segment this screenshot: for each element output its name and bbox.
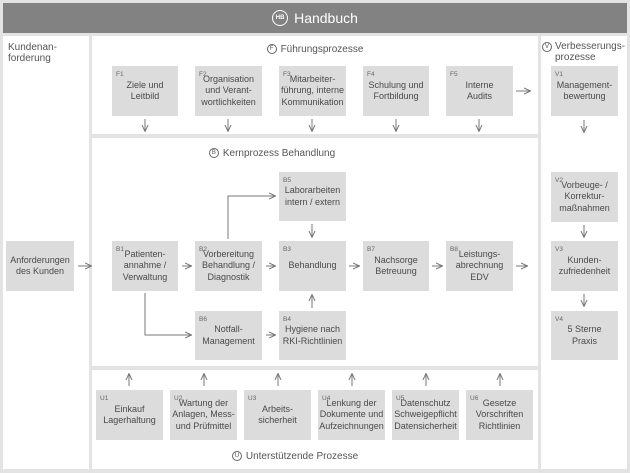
support-processes-heading: U Unterstützende Prozesse (92, 449, 498, 463)
customer-requirements-title: Kundenan- forderung (8, 42, 57, 64)
process-box-b7: B7 Nachsorge Betreuung (363, 241, 429, 291)
process-label: Interne Audits (465, 79, 494, 102)
process-box-b3: B3 Behandlung (279, 241, 346, 291)
process-label: Einkauf Lagerhaltung (103, 403, 156, 426)
process-code: B1 (116, 246, 124, 253)
process-label: Patienten- annahme / Verwaltung (122, 248, 168, 282)
process-label: Ziele und Leitbild (126, 79, 164, 102)
process-label: Wartung der Anlagen, Mess- und Prüfmitte… (172, 397, 235, 431)
process-label: Vorbereitung Behandlung / Diagnostik (201, 248, 256, 282)
process-code: F2 (199, 71, 207, 78)
process-box-u3: U3 Arbeits- sicherheit (244, 390, 311, 440)
core-process-title: Kernprozess Behandlung (222, 147, 336, 159)
management-processes-title: Führungsprozesse (280, 43, 364, 55)
process-label: Leistungs- abrechnung EDV (455, 248, 504, 282)
process-box-b6: B6 Notfall- Management (195, 311, 262, 360)
improvement-letter-icon: V (542, 42, 552, 52)
process-label: Vorbeuge- / Korrektur- maßnahmen (559, 179, 610, 213)
process-label: Organisation und Verant- wortlichkeiten (201, 73, 256, 107)
process-code: V3 (555, 246, 563, 253)
process-label: Laborarbeiten intern / extern (284, 185, 341, 207)
process-label: Kunden- zufriedenheit (558, 254, 611, 277)
process-box-u4: U4 Lenkung der Dokumente und Aufzeichnun… (318, 390, 385, 440)
process-code: B7 (367, 246, 375, 253)
process-box-f3: F3 Mitarbeiter- führung, interne Kommuni… (279, 66, 346, 116)
process-box-u2: U2 Wartung der Anlagen, Mess- und Prüfmi… (170, 390, 237, 440)
process-label: Lenkung der Dokumente und Aufzeichnungen (319, 397, 384, 431)
process-box-f2: F2 Organisation und Verant- wortlichkeit… (195, 66, 262, 116)
process-code: U1 (100, 395, 109, 402)
process-box-f4: F4 Schulung und Fortbildung (363, 66, 429, 116)
process-code: U6 (470, 395, 479, 402)
process-box-b4: B4 Hygiene nach RKI-Richtlinien (279, 311, 346, 360)
improvement-processes-heading: V Verbesserungs- prozesse (542, 41, 626, 63)
process-code: V4 (555, 316, 563, 323)
arrow-b1-to-b6 (144, 293, 191, 335)
process-code: F1 (116, 71, 124, 78)
process-label: Nachsorge Betreuung (374, 254, 418, 277)
core-process-heading: B Kernprozess Behandlung (92, 146, 452, 160)
process-code: B4 (283, 316, 291, 323)
process-label: Datenschutz Schweigepflicht Datensicherh… (394, 397, 457, 431)
process-box-v1: V1 Management- bewertung (551, 66, 618, 116)
process-box-u5: U5 Datenschutz Schweigepflicht Datensich… (392, 390, 459, 440)
management-letter-icon: F (266, 44, 277, 54)
process-box-u1: U1 Einkauf Lagerhaltung (96, 390, 163, 440)
process-box-b2: B2 Vorbereitung Behandlung / Diagnostik (195, 241, 262, 291)
customer-requirements-label: Anforderungen des Kunden (10, 254, 70, 277)
process-box-f5: F5 Interne Audits (446, 66, 513, 116)
support-processes-title: Unterstützende Prozesse (245, 450, 359, 462)
process-box-f1: F1 Ziele und Leitbild (112, 66, 178, 116)
process-code: V2 (555, 177, 563, 184)
process-label: Management- bewertung (556, 79, 613, 102)
improvement-processes-title: Verbesserungs- prozesse (555, 41, 626, 63)
handbook-header: HB Handbuch (3, 3, 627, 33)
handbook-title: Handbuch (294, 10, 358, 26)
process-label: Schulung und Fortbildung (368, 79, 424, 102)
process-code: U4 (322, 395, 331, 402)
process-code: F5 (450, 71, 458, 78)
process-label: Notfall- Management (202, 324, 255, 346)
customer-requirements-box: Anforderungen des Kunden (6, 241, 74, 291)
process-code: F4 (367, 71, 375, 78)
process-box-v2: V2 Vorbeuge- / Korrektur- maßnahmen (551, 172, 618, 222)
process-code: U3 (248, 395, 257, 402)
process-code: U5 (396, 395, 405, 402)
process-code: U2 (174, 395, 183, 402)
process-label: Mitarbeiter- führung, interne Kommunikat… (280, 73, 345, 107)
process-box-v4: V4 5 Sterne Praxis (551, 311, 618, 360)
process-box-u6: U6 Gesetze Vorschriften Richtlinien (466, 390, 533, 440)
process-label: Hygiene nach RKI-Richtlinien (282, 324, 343, 346)
process-label: Arbeits- sicherheit (258, 403, 297, 426)
process-code: B3 (283, 246, 291, 253)
process-code: B8 (450, 246, 458, 253)
process-code: B2 (199, 246, 207, 253)
process-box-b8: B8 Leistungs- abrechnung EDV (446, 241, 513, 291)
process-code: B5 (283, 177, 291, 184)
process-code: V1 (555, 71, 563, 78)
core-letter-icon: B (208, 148, 219, 158)
process-code: F3 (283, 71, 291, 78)
process-label: 5 Sterne Praxis (567, 324, 602, 346)
process-label: Gesetze Vorschriften Richtlinien (475, 397, 524, 431)
process-box-v3: V3 Kunden- zufriedenheit (551, 241, 618, 291)
support-letter-icon: U (231, 451, 242, 461)
arrow-b2-to-b5 (227, 196, 275, 239)
process-label: Behandlung (288, 260, 337, 271)
handbook-badge-icon: HB (272, 10, 289, 26)
management-processes-heading: F Führungsprozesse (92, 42, 538, 56)
process-code: B6 (199, 316, 207, 323)
support-processes-panel (92, 370, 538, 469)
process-box-b5: B5 Laborarbeiten intern / extern (279, 172, 346, 221)
process-box-b1: B1 Patienten- annahme / Verwaltung (112, 241, 178, 291)
